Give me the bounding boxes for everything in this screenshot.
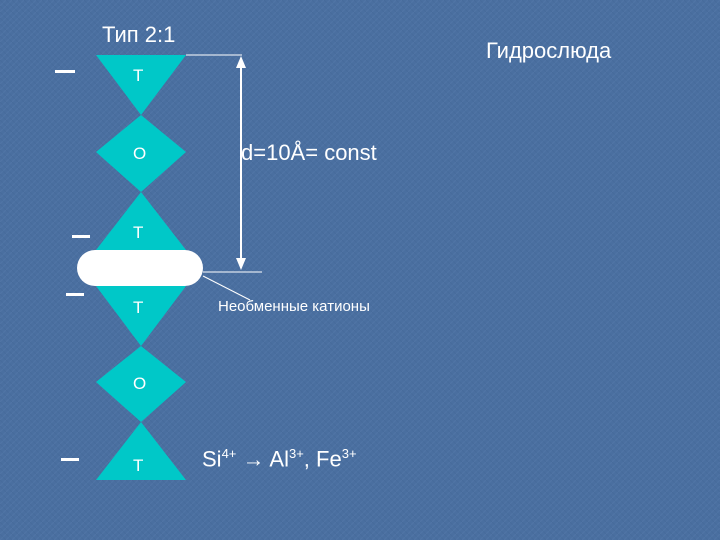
negative-charge-dash-4: [61, 458, 79, 461]
layer-label-o1: О: [133, 144, 147, 163]
negative-charge-dash-2: [72, 235, 90, 238]
tetrahedral-sheet-bottom-2: [96, 422, 186, 480]
cation-k-1-charge: +: [99, 254, 108, 269]
tetrahedral-sheet-top: [96, 55, 186, 115]
layer-label-t4: Т: [133, 456, 144, 475]
distance-arrow-head-top: [236, 56, 246, 68]
octahedral-sheet-2: [96, 346, 186, 422]
cation-k-3: К: [143, 256, 157, 279]
substitution-arrow: →: [236, 446, 270, 472]
tetrahedral-sheet-bottom: [96, 192, 186, 250]
si-charge: 4+: [221, 446, 237, 461]
layer-label-t1: Т: [133, 66, 144, 85]
si-symbol: Si: [202, 446, 222, 472]
negative-charge-dash-3: [66, 293, 84, 296]
layer-label-t2: Т: [133, 223, 144, 242]
cation-k-2-charge: +: [127, 254, 137, 269]
distance-arrow-head-bottom: [236, 258, 246, 270]
fe-charge: 3+: [341, 446, 357, 461]
separator: ,: [303, 446, 317, 472]
interlayer-distance-label: d=10Å= const: [241, 140, 377, 165]
fe-symbol: Fe: [316, 446, 342, 472]
al-charge: 3+: [288, 446, 304, 461]
interlayer-cation-band: [77, 250, 203, 286]
cation-k-1: К: [86, 256, 100, 279]
slide-title: Тип 2:1: [102, 22, 176, 47]
al-symbol: Al: [269, 446, 289, 472]
layer-label-o2: О: [133, 374, 147, 393]
layer-label-t3: Т: [133, 298, 144, 317]
non-exchangeable-cations-label: Необменные катионы: [218, 298, 370, 315]
tetrahedral-sheet-top-2: [96, 286, 186, 346]
isomorphic-substitution-label: Si4+ → Al3+, Fe3+: [202, 446, 357, 472]
cation-k-3-charge: +: [156, 254, 166, 269]
mineral-heading: Гидрослюда: [486, 38, 612, 63]
negative-charge-dash-1: [55, 70, 75, 73]
interlayer-cations: К+ К+ К+: [86, 254, 165, 280]
cation-k-2: К: [114, 256, 128, 279]
octahedral-sheet: [96, 115, 186, 192]
cations-pointer-line: [202, 275, 251, 301]
